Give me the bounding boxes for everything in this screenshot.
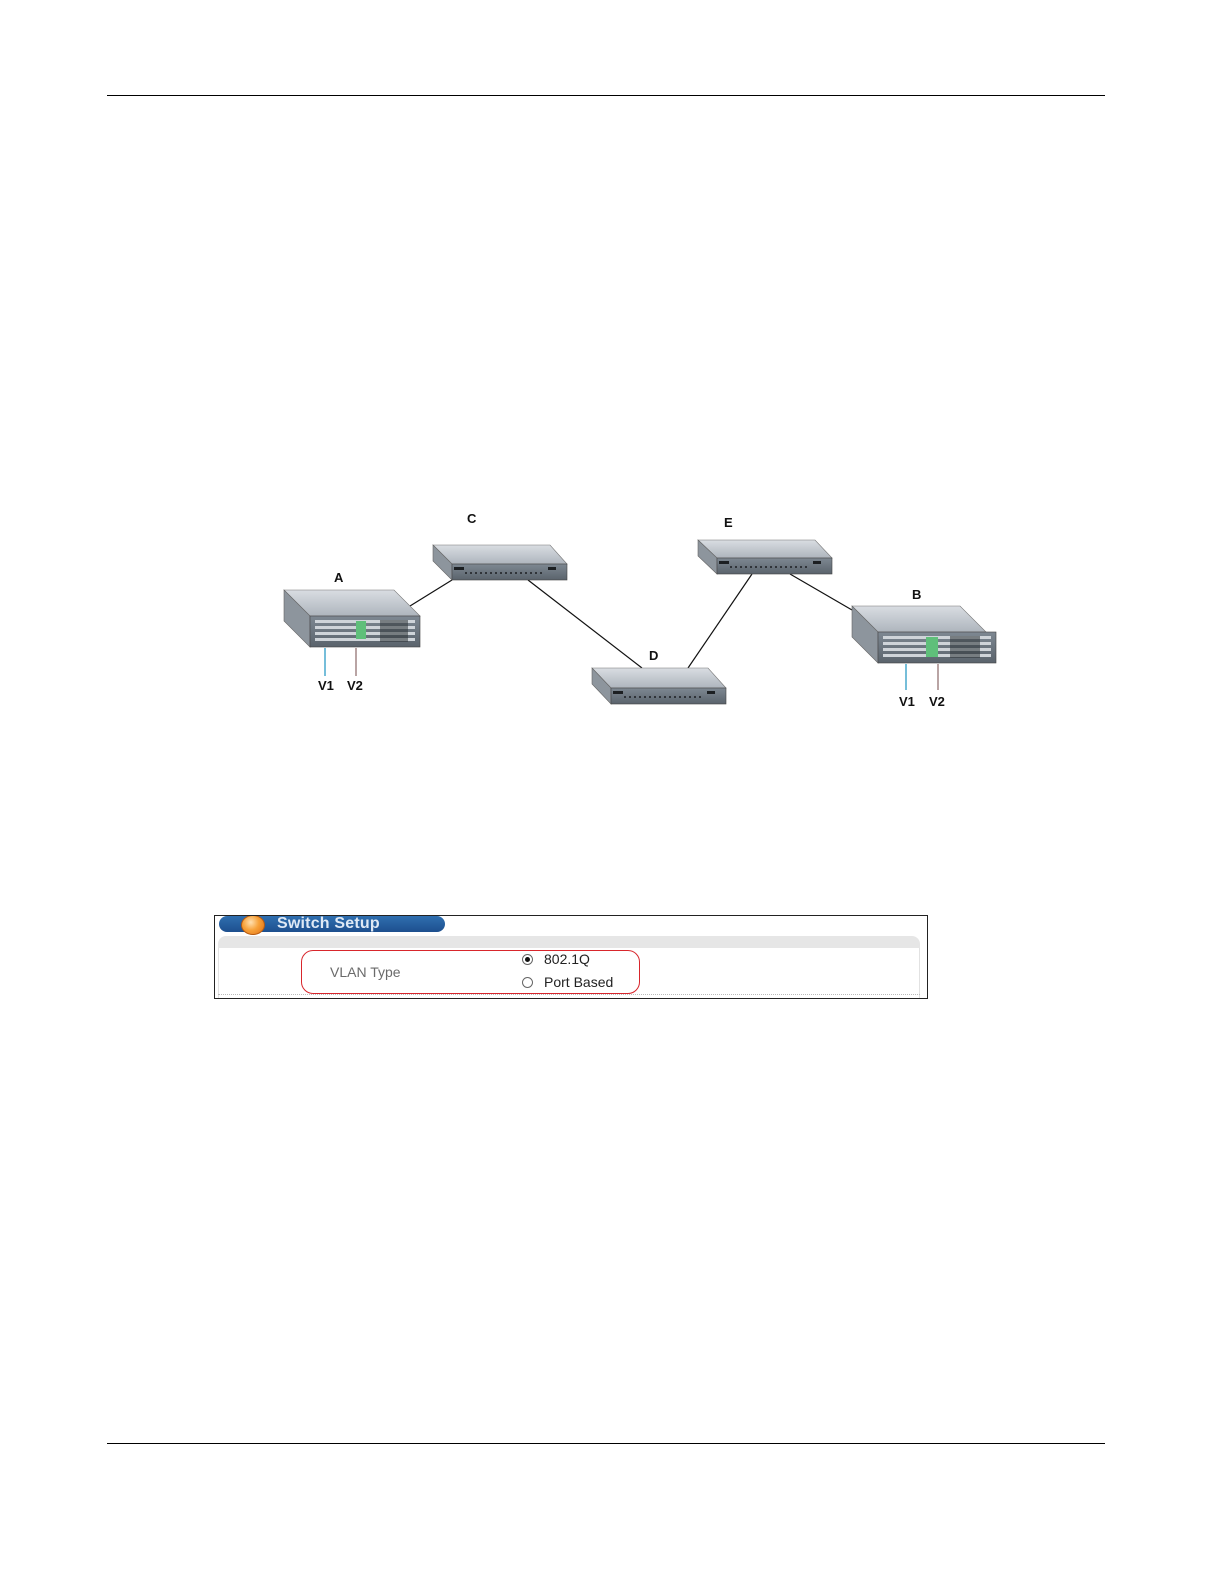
footer-rule xyxy=(107,1443,1105,1444)
vlan-type-option-8021q[interactable]: 802.1Q xyxy=(522,951,590,967)
link-c-d xyxy=(528,580,642,668)
node-label-a: A xyxy=(334,570,344,585)
orange-orb-icon xyxy=(241,915,265,935)
vlan-type-label: VLAN Type xyxy=(330,964,401,980)
link-a-c xyxy=(410,580,452,606)
link-d-e xyxy=(688,574,752,668)
node-label-c: C xyxy=(467,511,477,526)
switch-setup-title: Switch Setup xyxy=(277,915,380,933)
node-label-e: E xyxy=(724,515,733,530)
node-label-b: B xyxy=(912,587,921,602)
radio-port-based[interactable] xyxy=(522,977,533,988)
radio-8021q[interactable] xyxy=(522,954,533,965)
panel-dotted-divider xyxy=(218,994,920,995)
switch-a-icon xyxy=(284,590,420,647)
radio-8021q-label: 802.1Q xyxy=(544,951,590,967)
switch-c-icon xyxy=(433,545,567,580)
vlan-label-a-v2: V2 xyxy=(347,678,363,693)
switch-d-icon xyxy=(592,668,726,704)
switch-setup-header-tab: Switch Setup xyxy=(219,916,445,932)
vlan-label-b-v2: V2 xyxy=(929,694,945,709)
radio-port-based-label: Port Based xyxy=(544,974,613,990)
switch-setup-panel: Switch Setup VLAN Type 802.1Q Port Based xyxy=(214,915,928,999)
vlan-type-option-port-based[interactable]: Port Based xyxy=(522,974,613,990)
vlan-label-b-v1: V1 xyxy=(899,694,915,709)
network-links xyxy=(410,574,852,668)
panel-header-band xyxy=(218,936,920,948)
switch-e-icon xyxy=(698,540,832,574)
node-label-d: D xyxy=(649,648,658,663)
switch-b-icon xyxy=(852,606,996,663)
link-e-b xyxy=(790,574,852,610)
vlan-network-diagram: A V1 V2 C D E xyxy=(270,500,1010,720)
header-rule xyxy=(107,95,1105,96)
vlan-label-a-v1: V1 xyxy=(318,678,334,693)
